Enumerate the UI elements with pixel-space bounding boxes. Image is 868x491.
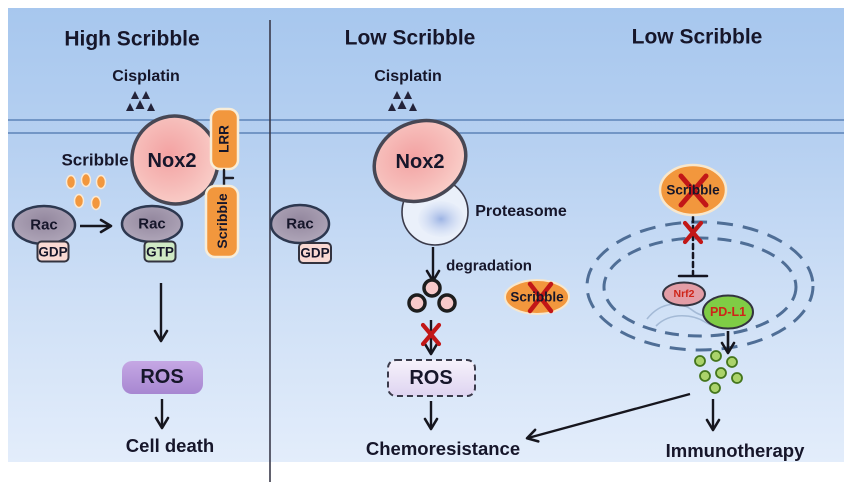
cisplatin-label-middle: Cisplatin <box>374 68 442 85</box>
inhibition-bar-icon <box>677 215 709 278</box>
red-x-icon-scribble-right <box>678 173 709 208</box>
scribble-protein-dots-icon <box>65 172 107 211</box>
scribble-crossed-oval-middle <box>504 279 570 315</box>
ros-box-left <box>122 361 203 394</box>
pdl1-oval <box>702 294 754 330</box>
cisplatin-molecules-icon-middle <box>388 91 417 111</box>
ros-label-middle: ROS <box>409 367 453 389</box>
scribble-domain-label: Scribble <box>214 193 230 249</box>
rac-label-middle: Rac <box>286 215 314 233</box>
chemoresistance-label: Chemoresistance <box>365 437 521 459</box>
panel-title-left: High Scribble <box>64 27 200 51</box>
red-x-icon-scribble-middle <box>527 281 554 314</box>
gdp-label-left: GDP <box>38 244 68 260</box>
nox2-label-left: Nox2 <box>147 150 197 172</box>
panel-title-right: Low Scribble <box>631 25 763 49</box>
gtp-label-left: GTP <box>146 244 174 260</box>
scribble-crossed-label-right: Scribble <box>666 182 720 198</box>
proteasome-core <box>418 201 464 237</box>
red-x-icon-ros-middle <box>420 322 442 347</box>
cell-death-label: Cell death <box>125 434 215 456</box>
nox2-label-middle: Nox2 <box>395 151 445 173</box>
degradation-label: degradation <box>446 257 532 275</box>
lrr-scribble-link <box>222 168 235 188</box>
lrr-domain-label: LRR <box>216 125 232 153</box>
gtp-box-left <box>143 240 177 263</box>
pdl1-to-chemoresistance-arrow <box>525 392 691 443</box>
ros-box-middle-dashed <box>387 359 476 397</box>
pdl1-label: PD-L1 <box>709 304 747 319</box>
panel-title-middle: Low Scribble <box>344 26 476 50</box>
proteasome-label: Proteasome <box>475 203 567 220</box>
gdp-box-middle <box>298 242 332 264</box>
cisplatin-label-left: Cisplatin <box>112 68 180 85</box>
gdp-box-left <box>36 240 70 263</box>
nrf2-oval <box>662 281 706 307</box>
rac-label-left-gdp: Rac <box>30 216 58 234</box>
rac-label-left-gtp: Rac <box>138 215 166 233</box>
nox2-oval-middle <box>372 118 468 204</box>
immunotherapy-label: Immunotherapy <box>665 439 805 461</box>
nrf2-label: Nrf2 <box>673 287 695 300</box>
secreted-pdl1-dots-icon <box>694 350 743 394</box>
gdp-label-middle: GDP <box>300 245 330 261</box>
scribble-domain-box <box>204 184 240 259</box>
cisplatin-molecules-icon-left <box>126 91 155 111</box>
degraded-protein-icon <box>407 278 457 313</box>
red-x-icon-inhibition <box>682 220 704 245</box>
ros-label-left: ROS <box>140 366 184 388</box>
scribble-crossed-label-middle: Scribble <box>510 289 564 305</box>
scribble-label: Scribble <box>61 150 129 170</box>
